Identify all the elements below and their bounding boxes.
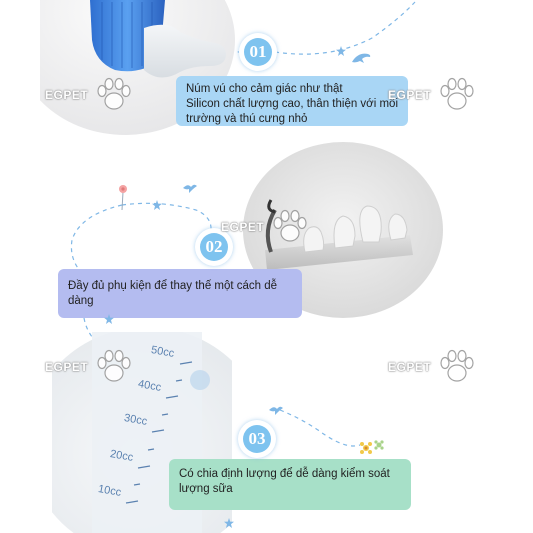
watermark-text: EGPET	[45, 88, 89, 102]
flower-icon	[360, 440, 384, 454]
watermark-text: EGPET	[45, 360, 89, 374]
feature-1-line-1: Núm vú cho cảm giác như thật	[186, 83, 343, 95]
paw-icon	[440, 349, 474, 382]
watermark-text: EGPET	[221, 220, 265, 234]
feature-card-2: Đầy đủ phụ kiện để thay thế một cách dễ …	[58, 269, 302, 318]
dolphin-icon	[352, 53, 371, 63]
bird-icon	[183, 184, 197, 193]
feature-3-line-2: lượng sữa	[179, 483, 233, 495]
step-number-2: 02	[200, 233, 228, 261]
watermark-logo: EGPET	[45, 349, 145, 382]
feature-2-line-2: dàng	[68, 295, 94, 307]
watermark-logo: EGPET	[221, 209, 321, 242]
bird-icon	[269, 406, 283, 415]
watermark-logo: EGPET	[388, 349, 488, 382]
feature-1-line-2: Silicon chất lượng cao, thân thiện với m…	[186, 98, 398, 110]
star-icon	[152, 200, 162, 210]
watermark-text: EGPET	[388, 88, 432, 102]
feature-2-line-1: Đầy đủ phụ kiện để thay thế một cách dễ	[68, 280, 278, 292]
watermark-logo: EGPET	[388, 77, 488, 110]
bottle-scale: 50cc 40cc 30cc 20cc 10cc	[52, 332, 232, 533]
step-badge-1: 01	[241, 35, 275, 69]
paw-icon	[97, 77, 131, 110]
paw-icon	[97, 349, 131, 382]
watermark-text: EGPET	[388, 360, 432, 374]
step-badge-3: 03	[240, 422, 274, 456]
feature-3-line-1: Có chia định lượng để dễ dàng kiểm soát	[179, 468, 390, 480]
flower-icon	[119, 185, 127, 210]
watermark-logo: EGPET	[45, 77, 145, 110]
star-icon	[104, 314, 114, 324]
star-icon	[224, 518, 234, 528]
star-icon	[336, 46, 346, 56]
paw-icon	[440, 77, 474, 110]
step-number-3: 03	[243, 425, 271, 453]
paw-icon	[273, 209, 307, 242]
feature-card-1: Núm vú cho cảm giác như thật Silicon chấ…	[176, 76, 408, 126]
step-badge-2: 02	[197, 230, 231, 264]
feature-card-3: Có chia định lượng để dễ dàng kiểm soát …	[169, 459, 411, 510]
scale-tick-marks	[125, 361, 193, 504]
step-number-1: 01	[244, 38, 272, 66]
feature-1-line-3: trường và thú cưng nhỏ	[186, 113, 308, 125]
